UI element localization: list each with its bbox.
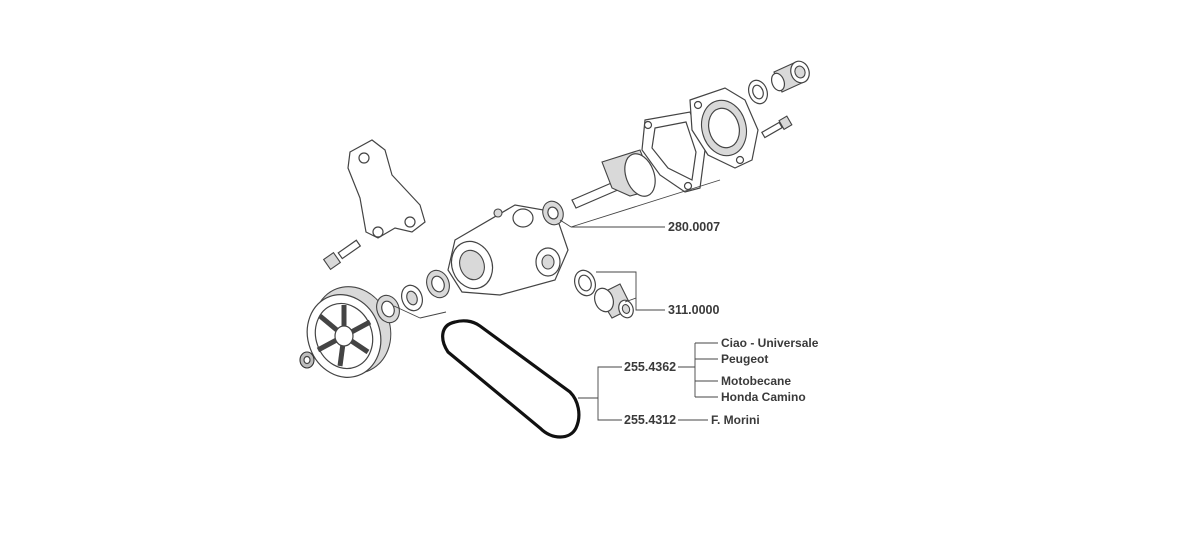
belt-b-application: F. Morini (711, 413, 760, 427)
leader-lines (393, 179, 721, 421)
cover-screw (761, 115, 793, 139)
pump-cover (689, 87, 759, 169)
pump-body (447, 204, 569, 296)
belt-a-application: Honda Camino (721, 390, 806, 404)
shaft-seal (542, 200, 564, 226)
pump-gasket (641, 111, 706, 193)
belt-b-code: 255.4312 (624, 413, 676, 427)
gasket-kit-code: 280.0007 (668, 220, 720, 234)
bearing-set (376, 269, 450, 324)
side-washer (574, 269, 596, 297)
pulley (306, 286, 392, 378)
impeller-shaft (571, 149, 656, 209)
belt-a-code: 255.4362 (624, 360, 676, 374)
bracket-bolt (322, 239, 362, 271)
outlet-fitting (770, 60, 810, 93)
pulley-nut (299, 351, 315, 369)
side-fitting (593, 283, 634, 319)
belt-a-application: Motobecane (721, 374, 791, 388)
fitting-kit-code: 311.0000 (668, 303, 719, 317)
drive-belt (441, 319, 581, 439)
outlet-washer (747, 79, 769, 105)
belt-a-application: Peugeot (721, 352, 768, 366)
belt-a-application: Ciao - Universale (721, 336, 819, 350)
mounting-bracket (347, 139, 426, 239)
